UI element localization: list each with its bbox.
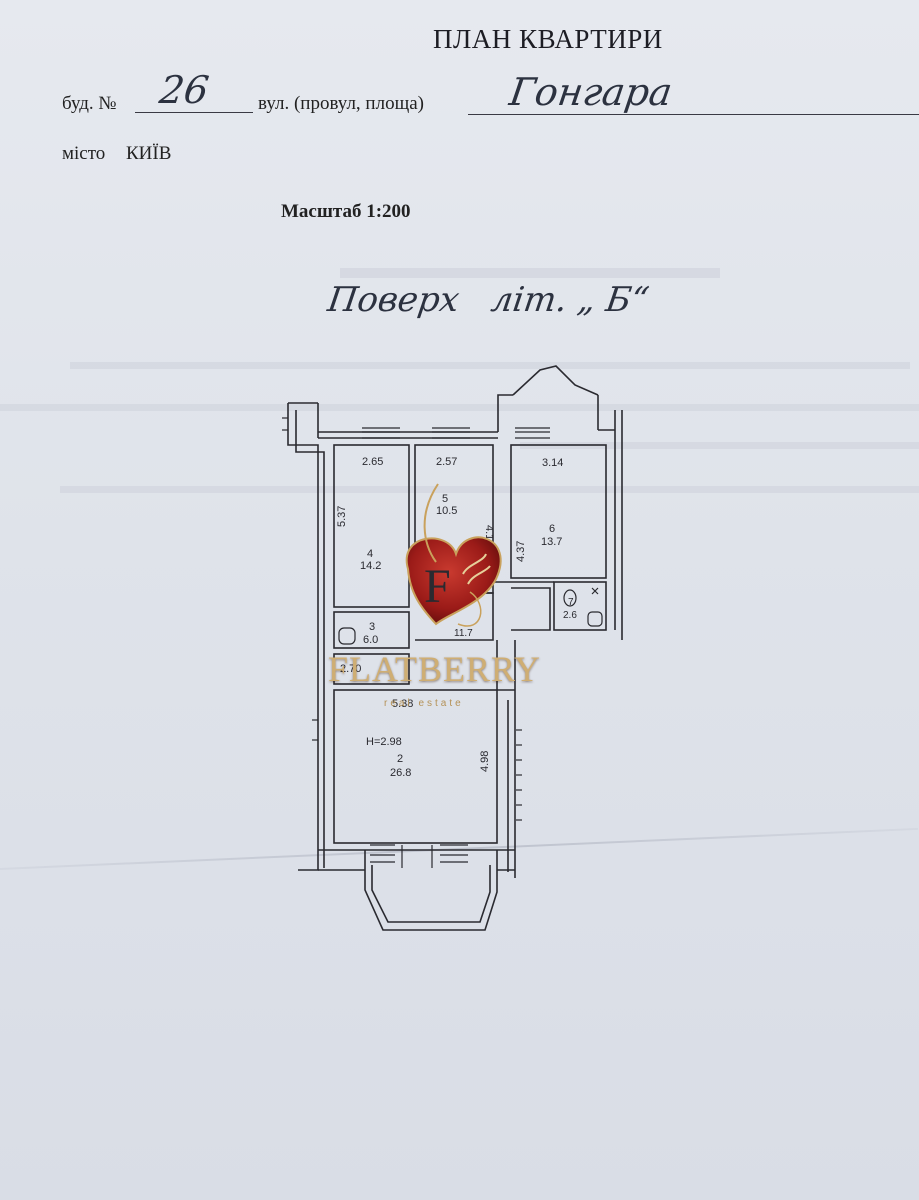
watermark-tagline: real estate <box>384 698 464 709</box>
building-number-underline <box>135 112 253 113</box>
room-2-width: 5.38 <box>392 698 413 710</box>
city-label: місто <box>62 143 106 164</box>
room-5-width: 2.57 <box>436 456 457 468</box>
room-4-area: 14.2 <box>360 560 381 572</box>
street-underline <box>468 114 919 115</box>
building-label: буд. № <box>62 93 117 114</box>
room-2-number: 2 <box>397 753 403 765</box>
room-2-height: H=2.98 <box>366 736 402 748</box>
room-6-area: 13.7 <box>541 536 562 548</box>
room-4-length: 5.37 <box>336 506 348 527</box>
bleed-through-text <box>0 0 919 520</box>
room-5-number: 5 <box>442 493 448 505</box>
room-7-area: 2.6 <box>563 610 577 621</box>
room-6-number: 6 <box>549 523 555 535</box>
room-7-number: 7 <box>568 597 574 608</box>
room-2-length: 4.98 <box>479 751 491 772</box>
watermark-brand: FLATBERRY <box>328 649 542 689</box>
room-2-area: 26.8 <box>390 767 411 779</box>
room-6-width: 3.14 <box>542 457 563 469</box>
flatberry-watermark: F FLATBERRY real estate <box>318 474 588 714</box>
room-6-length: 4.37 <box>515 541 527 562</box>
room-3-area: 6.0 <box>363 634 378 646</box>
document-title: ПЛАН КВАРТИРИ <box>433 24 663 54</box>
room-4-number: 4 <box>367 548 373 560</box>
watermark-monogram: F <box>424 560 451 613</box>
room-5-area: 10.5 <box>436 505 457 517</box>
room-3-strip-dim: 2.70 <box>340 663 361 675</box>
room-4-width: 2.65 <box>362 456 383 468</box>
room-3-number: 3 <box>369 621 375 633</box>
heart-logo-icon: F <box>405 483 502 627</box>
city-name: КИЇВ <box>126 143 172 164</box>
street-label: вул. (провул, площа) <box>258 93 424 114</box>
scale-label: Масштаб 1:200 <box>281 201 411 222</box>
hall-area: 11.7 <box>454 628 473 639</box>
